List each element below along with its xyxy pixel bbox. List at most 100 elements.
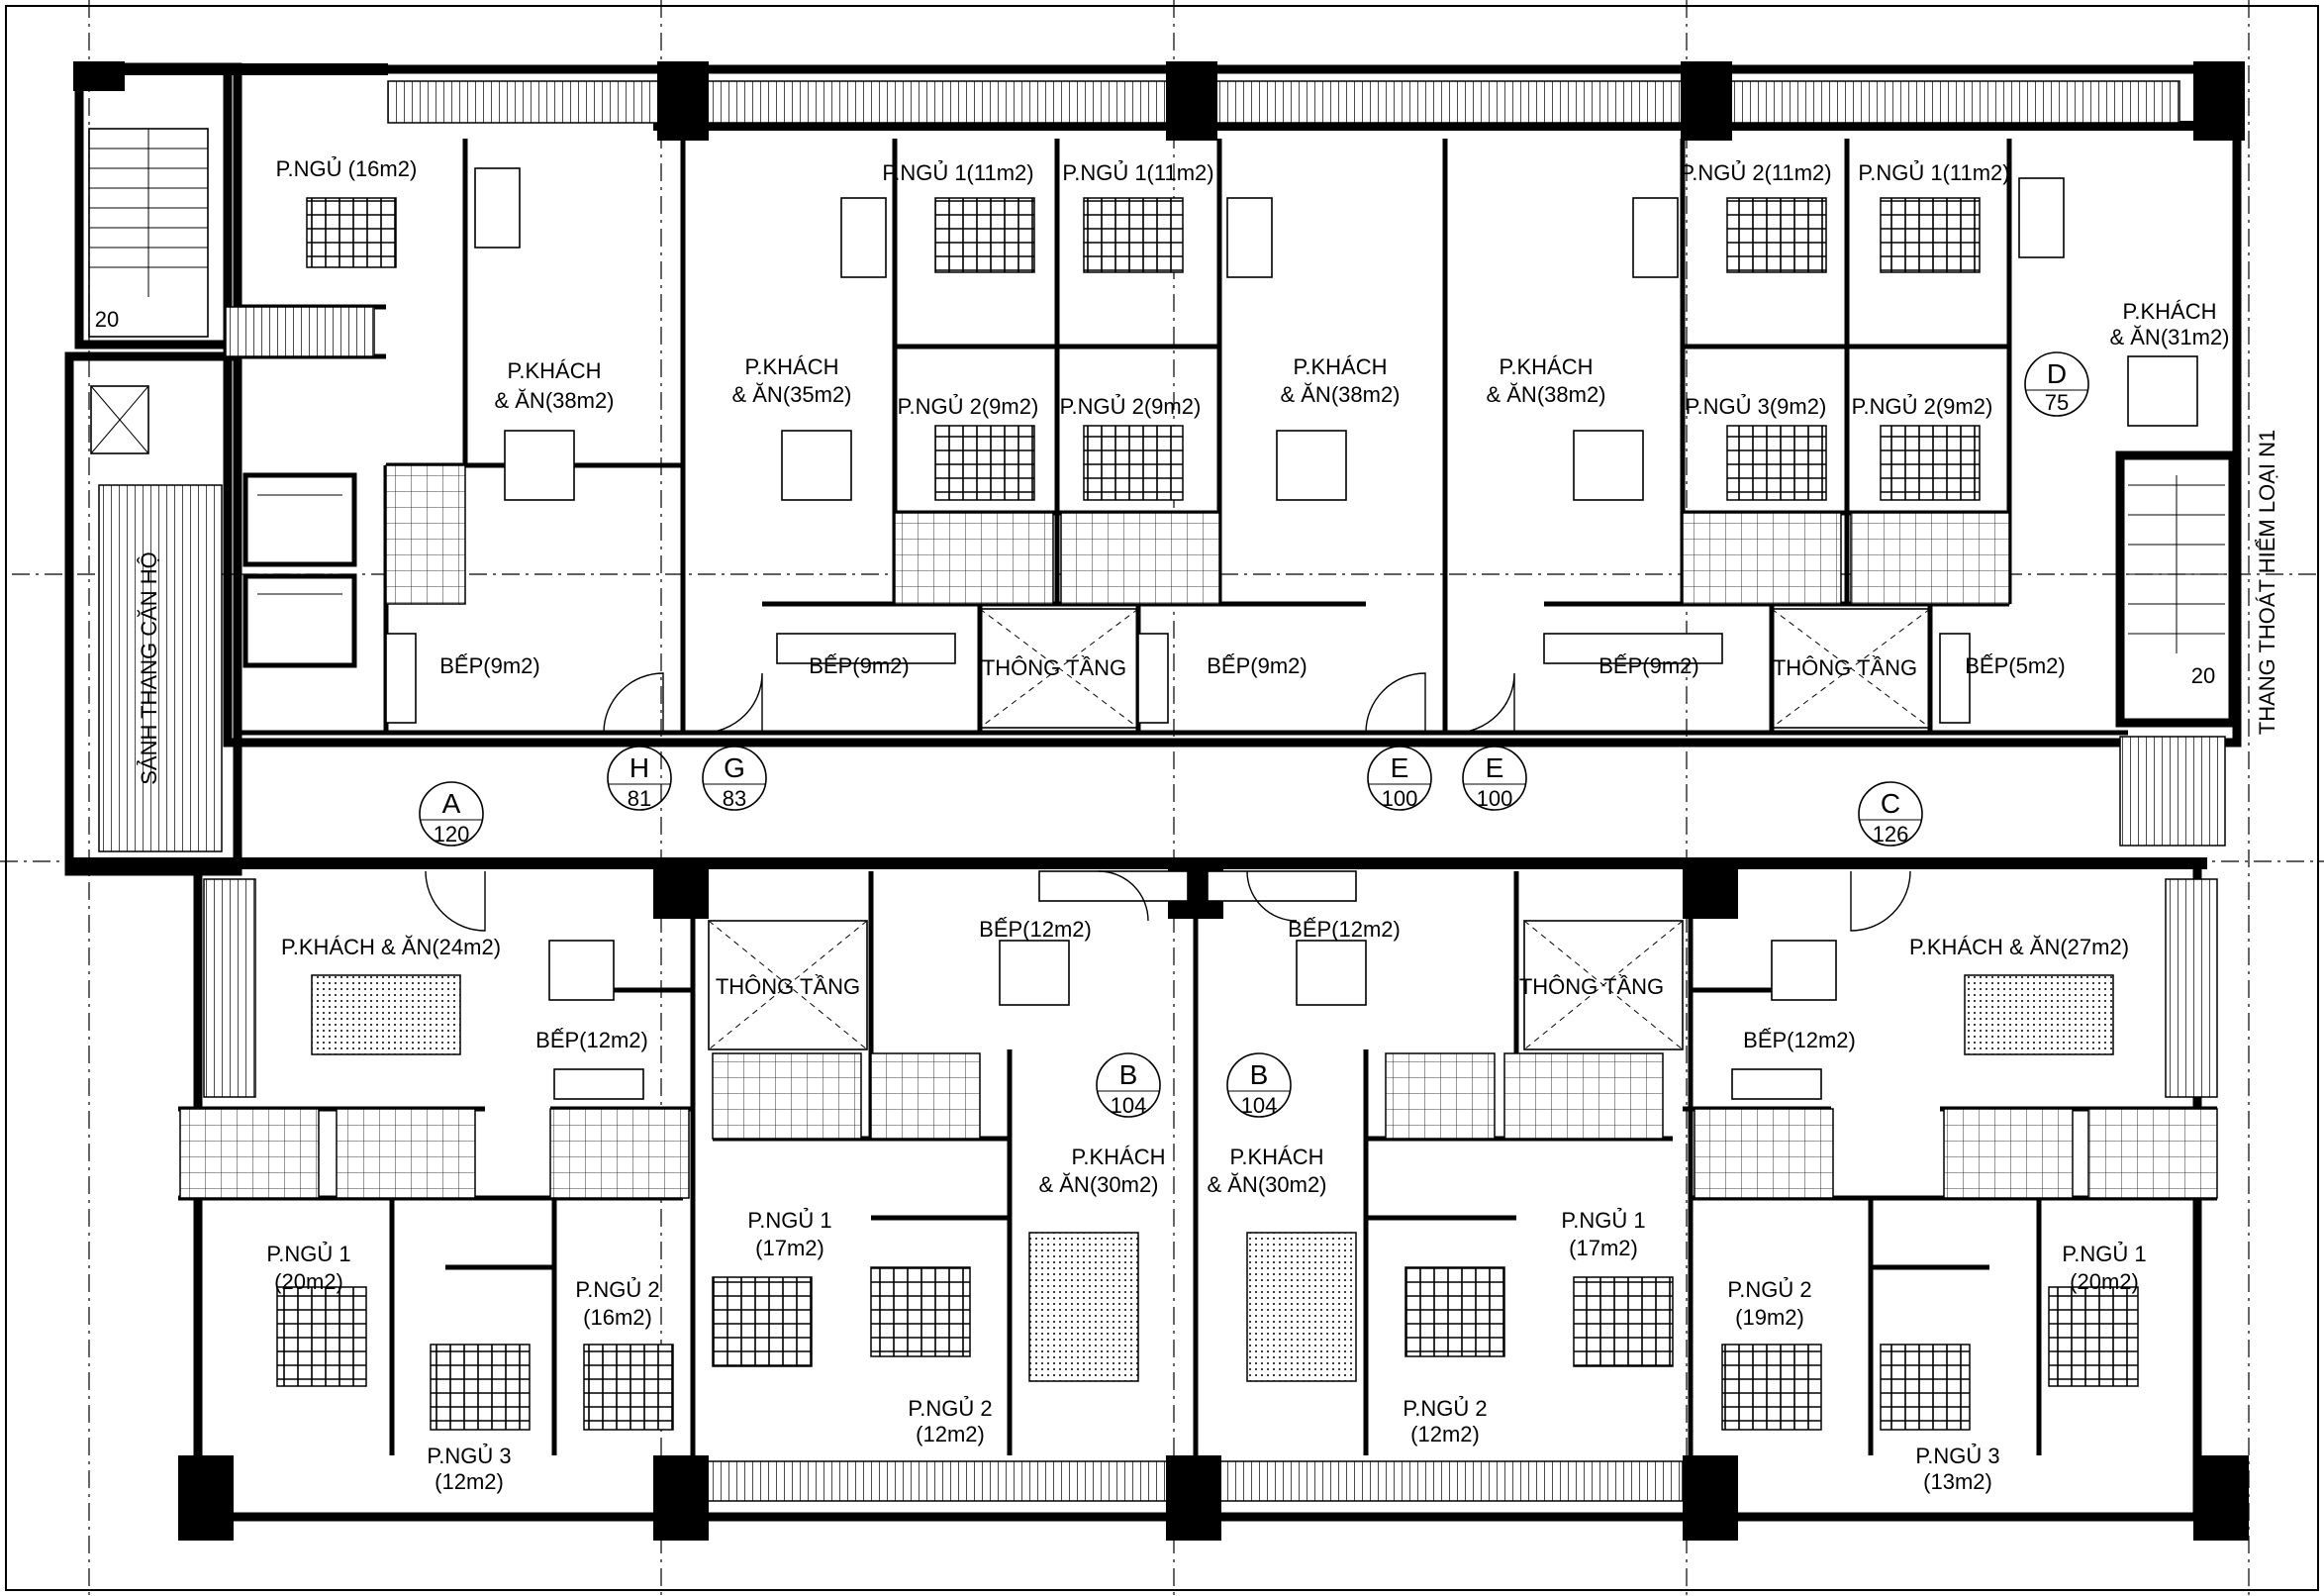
fire-stair-label: THANG THOÁT HIỂM LOẠI N1 (2255, 430, 2279, 735)
left-stair-core: 20 SẢNH THANG CĂN HỘ (88, 128, 357, 852)
room-label: P.KHÁCH (508, 358, 602, 383)
room-label: BẾP(12m2) (535, 1028, 648, 1052)
unit-marker-C: C 126 (1858, 781, 1923, 847)
unit-letter: A (442, 788, 461, 819)
room-label: & ĂN(30m2) (1038, 1172, 1158, 1197)
room-label: P.KHÁCH (1230, 1145, 1324, 1169)
unit-area: 104 (1111, 1093, 1147, 1118)
room-label: P.KHÁCH & ĂN(27m2) (1909, 935, 2129, 959)
unit-marker-B2: B 104 (1226, 1052, 1292, 1118)
room-label: & ĂN(38m2) (1280, 382, 1400, 407)
room-label: (17m2) (755, 1236, 824, 1260)
unit-area: 75 (2045, 390, 2069, 415)
right-fire-stair: 20 THANG THOÁT HIỂM LOẠI N1 (2128, 430, 2279, 735)
unit-letter: G (724, 752, 745, 783)
unit-letter: H (629, 752, 649, 783)
room-label: P.NGỦ (16m2) (276, 156, 418, 181)
unit-marker-H: H 81 (607, 746, 672, 811)
room-label: P.NGỦ 3(9m2) (1686, 394, 1827, 419)
room-label: & ĂN(35m2) (731, 382, 851, 407)
room-label: (16m2) (583, 1305, 652, 1330)
room-label: BẾP(12m2) (1288, 917, 1401, 942)
doors (425, 672, 1911, 932)
room-label: BẾP(5m2) (1965, 653, 2065, 678)
room-label: (13m2) (1923, 1469, 1992, 1494)
room-label: BẾP(12m2) (979, 917, 1092, 942)
room-label: P.NGỦ 2 (1727, 1277, 1811, 1302)
unit-letter: B (1250, 1059, 1269, 1090)
room-label: P.KHÁCH (1500, 354, 1594, 379)
unit-area: 83 (723, 786, 746, 811)
unit-letter: C (1881, 788, 1900, 819)
room-label: P.NGỦ 1 (2062, 1242, 2146, 1266)
room-label: P.NGỦ 1(11m2) (882, 160, 1033, 185)
unit-letter: E (1486, 752, 1504, 783)
room-label: P.NGỦ 1(11m2) (1062, 160, 1213, 185)
unit-area: 81 (628, 786, 651, 811)
room-label: (12m2) (916, 1422, 985, 1446)
room-label: P.NGỦ 2 (1403, 1396, 1487, 1421)
unit-area: 100 (1382, 786, 1418, 811)
unit-letter: D (2047, 358, 2067, 389)
room-label: BẾP(12m2) (1743, 1028, 1856, 1052)
room-labels-bottom: P.KHÁCH & ĂN(24m2) BẾP(12m2) P.NGỦ 1 (20… (266, 917, 2146, 1494)
unit-marker-D: D 75 (2024, 351, 2089, 417)
room-label: (12m2) (435, 1469, 504, 1494)
room-label: P.NGỦ 1(11m2) (1858, 160, 2009, 185)
room-label: P.NGỦ 3 (1915, 1444, 1999, 1468)
room-label: P.NGỦ 2 (575, 1277, 659, 1302)
room-label: THÔNG TẦNG (1519, 974, 1664, 999)
lobby-label: SẢNH THANG CĂN HỘ (137, 551, 161, 785)
room-label: & ĂN(31m2) (2109, 325, 2229, 349)
room-label: P.KHÁCH (1294, 354, 1388, 379)
furniture (311, 167, 2198, 1382)
unit-markers: H 81 G 83 E 100 E 100 A 120 C 126 (419, 351, 2089, 1118)
room-label: P.NGỦ 2(9m2) (898, 394, 1039, 419)
shafts (708, 608, 1931, 1050)
room-label: THÔNG TẦNG (982, 655, 1126, 680)
left-stair-steps: 20 (95, 307, 119, 332)
room-label: P.NGỦ 2(9m2) (1060, 394, 1202, 419)
beds (276, 197, 2139, 1431)
exterior-walls (64, 61, 2249, 1541)
unit-area: 126 (1873, 822, 1909, 847)
room-label: P.KHÁCH & ĂN(24m2) (281, 935, 501, 959)
unit-letter: E (1391, 752, 1409, 783)
kitchen-counters (385, 633, 1971, 1100)
room-label: P.KHÁCH (745, 354, 839, 379)
room-label: P.NGỦ 2 (908, 1396, 992, 1421)
room-label: P.NGỦ 2(11m2) (1680, 160, 1831, 185)
room-label: BẾP(9m2) (439, 653, 539, 678)
room-label: (20m2) (2070, 1269, 2139, 1294)
room-label: BẾP(9m2) (809, 653, 909, 678)
unit-letter: B (1119, 1059, 1138, 1090)
room-label: (12m2) (1410, 1422, 1480, 1446)
room-label: P.NGỦ 3 (427, 1444, 511, 1468)
unit-marker-E2: E 100 (1462, 746, 1527, 811)
room-label: P.NGỦ 1 (747, 1208, 831, 1233)
room-labels-top: P.NGỦ (16m2) P.KHÁCH & ĂN(38m2) BẾP(9m2)… (276, 156, 2230, 680)
room-label: & ĂN(30m2) (1207, 1172, 1326, 1197)
room-label: P.KHÁCH (2123, 299, 2217, 324)
room-label: BẾP(9m2) (1598, 653, 1698, 678)
room-label: (17m2) (1569, 1236, 1638, 1260)
room-label: THÔNG TẦNG (1773, 655, 1917, 680)
unit-marker-B1: B 104 (1096, 1052, 1161, 1118)
bathrooms (179, 464, 2218, 1199)
room-label: & ĂN(38m2) (494, 388, 614, 413)
room-label: THÔNG TẦNG (716, 974, 860, 999)
unit-area: 120 (434, 822, 470, 847)
room-label: P.KHÁCH (1072, 1145, 1166, 1169)
unit-marker-A: A 120 (419, 781, 484, 847)
unit-area: 100 (1477, 786, 1513, 811)
room-label: P.NGỦ 1 (266, 1242, 350, 1266)
room-label: & ĂN(38m2) (1486, 382, 1605, 407)
room-label: (19m2) (1735, 1305, 1804, 1330)
room-label: (20m2) (274, 1269, 343, 1294)
room-label: P.NGỦ 1 (1561, 1208, 1645, 1233)
sheet-frame (5, 5, 2319, 1591)
unit-marker-E1: E 100 (1367, 746, 1432, 811)
room-label: P.NGỦ 2(9m2) (1852, 394, 1993, 419)
unit-area: 104 (1241, 1093, 1278, 1118)
